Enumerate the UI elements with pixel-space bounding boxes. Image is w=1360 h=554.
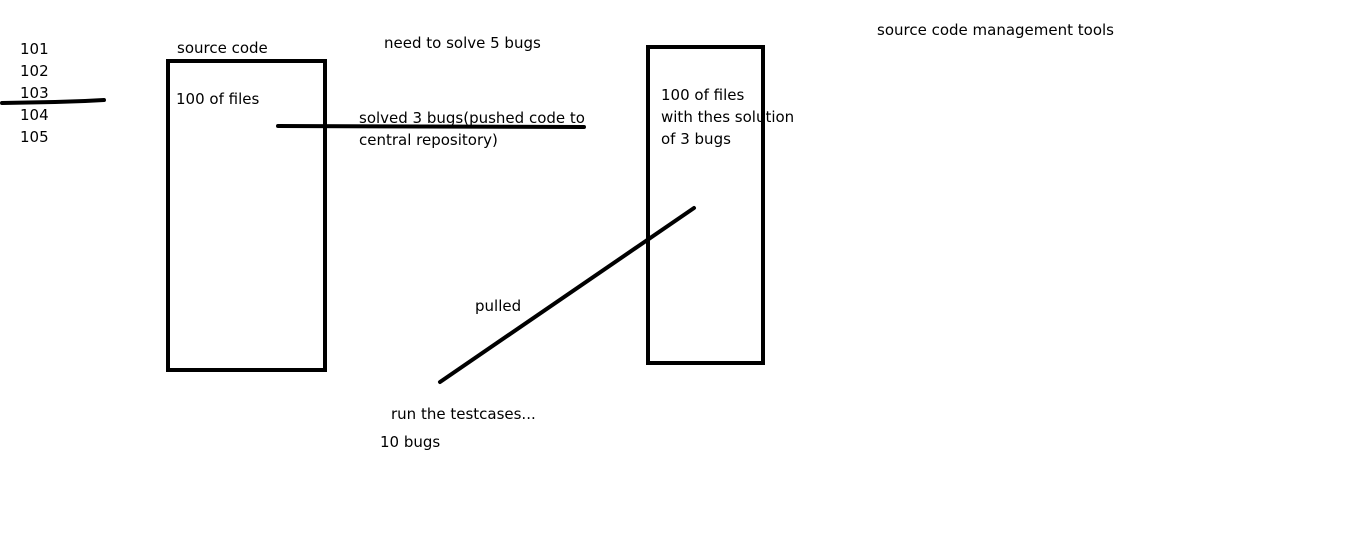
number-103: 103 xyxy=(20,84,49,102)
strike-through-line xyxy=(0,98,106,105)
tools-title: source code management tools xyxy=(877,21,1114,39)
source-files-label: 100 of files xyxy=(176,90,260,108)
repository-note-line-3: of 3 bugs xyxy=(661,130,731,148)
repository-note-line-2: with thes solution xyxy=(661,108,795,126)
number-105: 105 xyxy=(20,128,49,146)
number-list: 101 102 103 104 105 xyxy=(20,38,49,148)
push-note-line-2: central repository) xyxy=(359,131,498,149)
push-note-line-1: solved 3 bugs(pushed code to xyxy=(359,109,585,127)
testcases-label: run the testcases... xyxy=(391,405,536,423)
pulled-label: pulled xyxy=(475,297,522,315)
push-arrow-line xyxy=(276,124,586,129)
source-code-title: source code xyxy=(177,39,268,57)
pull-line xyxy=(438,206,696,384)
number-101: 101 xyxy=(20,40,49,58)
repository-box xyxy=(646,45,765,365)
repository-note-line-1: 100 of files xyxy=(661,86,745,104)
bugs-count-label: 10 bugs xyxy=(380,433,441,451)
source-code-box xyxy=(166,59,327,372)
number-104: 104 xyxy=(20,106,49,124)
number-102: 102 xyxy=(20,62,49,80)
repository-files-note: 100 of files with thes solution of 3 bug… xyxy=(661,84,794,150)
push-note: solved 3 bugs(pushed code to central rep… xyxy=(359,107,585,151)
bugs-to-solve-note: need to solve 5 bugs xyxy=(384,34,541,52)
